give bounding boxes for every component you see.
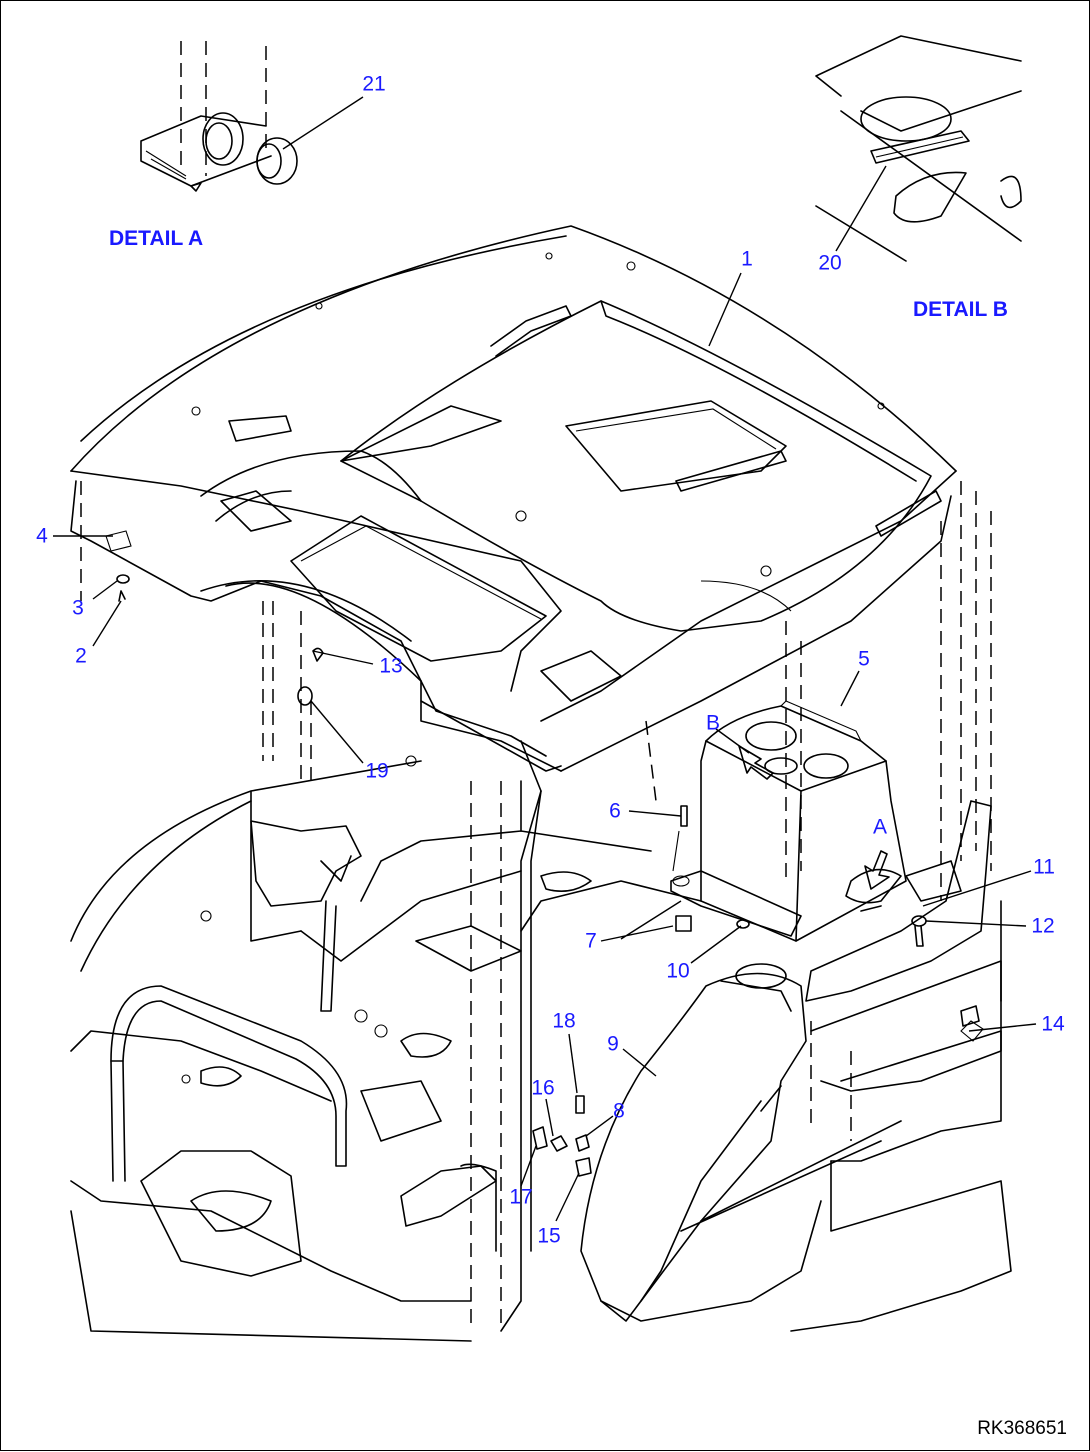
part-12-washer	[911, 915, 927, 927]
callout-17: 17	[509, 1185, 533, 1209]
bracket	[670, 870, 802, 937]
callout-6: 6	[609, 799, 621, 823]
callout-5: 5	[858, 647, 870, 671]
part-18-bolt	[575, 1095, 585, 1114]
callout-9: 9	[607, 1032, 619, 1056]
callout-19: 19	[365, 759, 389, 783]
callout-12: 12	[1031, 914, 1055, 938]
part-6-bolt	[680, 805, 688, 827]
part-9-side-trim	[580, 963, 822, 1322]
callout-8: 8	[613, 1099, 625, 1123]
view-letter-b: B	[705, 711, 721, 735]
callout-3: 3	[72, 596, 84, 620]
leader-lines	[53, 96, 1037, 1222]
callout-14: 14	[1041, 1012, 1065, 1036]
callout-2: 2	[75, 644, 87, 668]
callout-21: 21	[362, 72, 386, 96]
callout-11: 11	[1033, 855, 1055, 879]
detail-a-caption: DETAIL A	[109, 227, 204, 250]
callout-7: 7	[585, 929, 597, 953]
hidden-lines	[80, 481, 992, 1331]
drawing-code: RK368651	[977, 1418, 1067, 1439]
part-17-clip	[532, 1126, 548, 1150]
callout-16: 16	[531, 1076, 555, 1100]
callout-10: 10	[666, 959, 690, 983]
part-11-armrest	[680, 800, 1012, 1332]
part-3-washer	[116, 574, 130, 584]
callout-15: 15	[537, 1224, 561, 1248]
part-5-console	[670, 700, 907, 942]
part-15-bracket	[575, 1157, 592, 1177]
part-16-nut	[550, 1135, 568, 1152]
detail-b-drawing	[815, 35, 1022, 262]
cab-frame	[70, 740, 702, 1342]
callout-13: 13	[379, 654, 403, 678]
part-7-screw	[675, 915, 692, 932]
part-10-washer	[736, 919, 750, 929]
part-20-filter	[870, 130, 970, 164]
part-2-screw	[118, 590, 126, 602]
callout-18: 18	[552, 1009, 576, 1033]
view-letter-a: A	[872, 815, 888, 839]
part-13-clip	[312, 647, 324, 662]
part-8-nut	[575, 1134, 590, 1152]
roof-headliner	[70, 225, 957, 772]
part-19-cap	[297, 686, 313, 706]
detail-a-drawing	[140, 41, 298, 192]
callout-1: 1	[741, 247, 753, 271]
callout-4: 4	[36, 524, 48, 548]
part-21-cap	[256, 137, 298, 185]
callout-20: 20	[818, 251, 842, 275]
detail-b-caption: DETAIL B	[913, 298, 1008, 321]
